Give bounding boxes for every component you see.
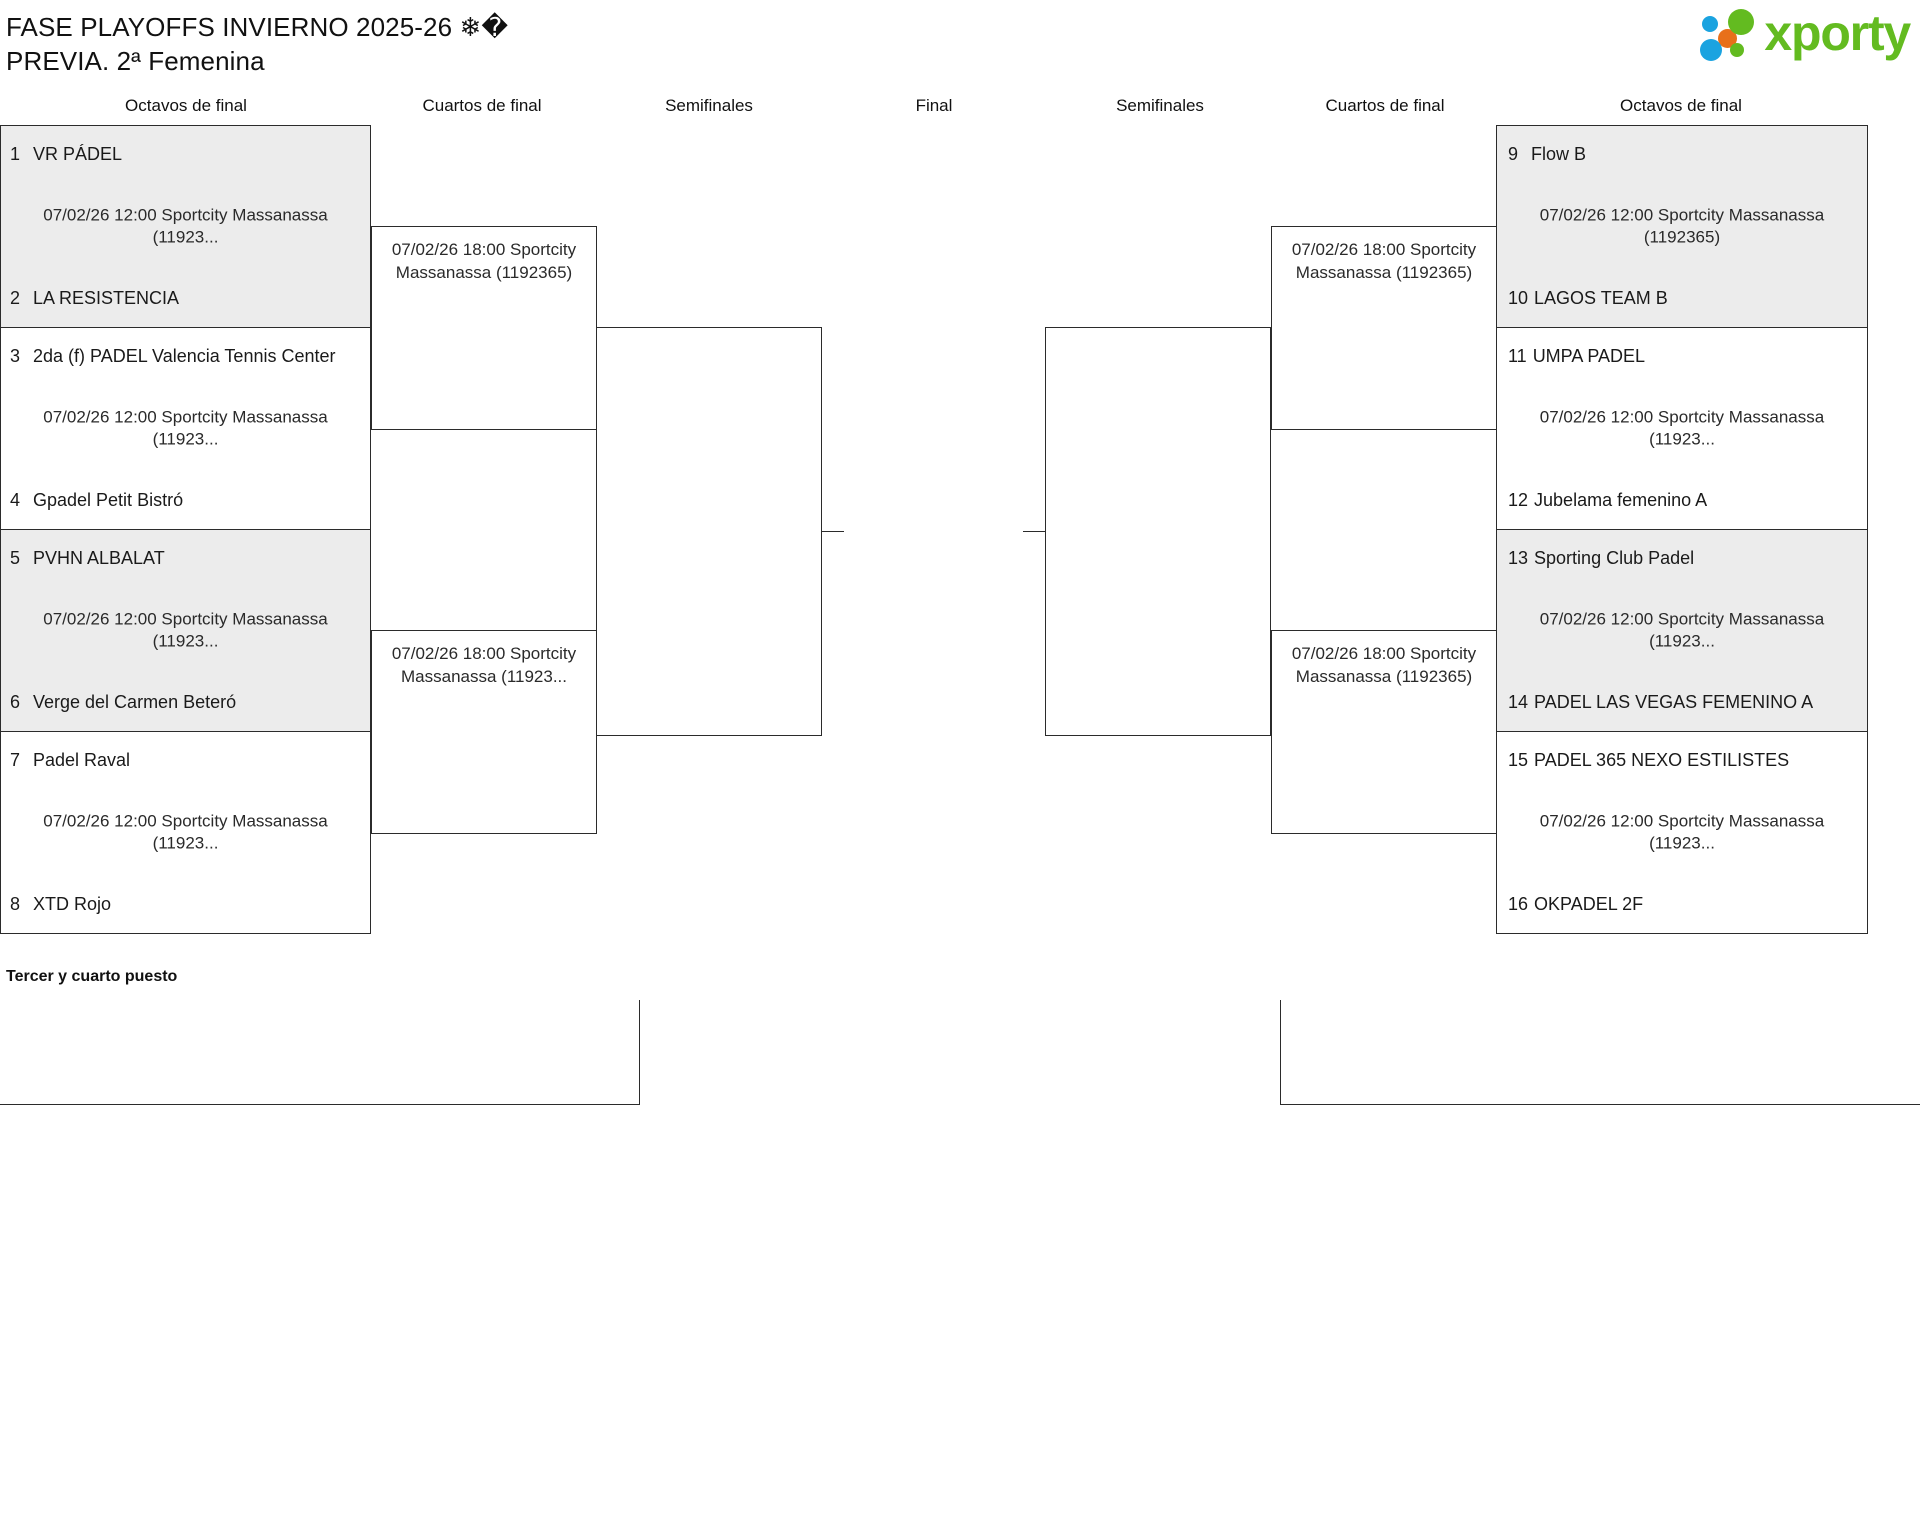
seed-number: 9 [1508,144,1519,164]
team-row-seed-9[interactable]: 9 Flow B [1497,144,1867,165]
team-row-seed-3[interactable]: 3 2da (f) PADEL Valencia Tennis Center [1,346,370,367]
match-box-cuartos-left-1[interactable]: 07/02/26 18:00 Sportcity Massanassa (119… [371,226,597,430]
seed-number: 10 [1508,288,1529,308]
seed-number: 16 [1508,894,1529,914]
round-header-octavos-left: Octavos de final [125,96,247,115]
match-cell-octavos-1[interactable]: 1 VR PÁDEL 07/02/26 12:00 Sportcity Mass… [0,125,371,328]
match-cell-octavos-13[interactable]: 13 Sporting Club Padel 07/02/26 12:00 Sp… [1496,529,1868,732]
team-row-seed-10[interactable]: 10 LAGOS TEAM B [1497,288,1867,309]
xporty-dots-icon [1700,7,1758,63]
match-cell-octavos-3[interactable]: 5 PVHN ALBALAT 07/02/26 12:00 Sportcity … [0,529,371,732]
match-box-semifinal-right[interactable] [1045,327,1271,736]
connector-final-left [822,531,844,532]
match-info: 07/02/26 12:00 Sportcity Massanassa (119… [1539,810,1825,853]
round-header-semifinales-right: Semifinales [1116,96,1204,115]
team-name: Gpadel Petit Bistró [33,490,184,510]
seed-number: 2 [10,288,21,308]
match-info: 07/02/26 18:00 Sportcity Massanassa (119… [1291,240,1477,282]
team-name: Padel Raval [33,750,131,770]
match-info: 07/02/26 12:00 Sportcity Massanassa (119… [1539,608,1825,651]
team-name: PADEL LAS VEGAS FEMENINO A [1534,692,1814,712]
tournament-title-line-1: FASE PLAYOFFS INVIERNO 2025-26 ❄� [6,12,509,42]
match-info: 07/02/26 12:00 Sportcity Massanassa (119… [43,406,328,449]
seed-number: 15 [1508,750,1529,770]
seed-number: 14 [1508,692,1529,712]
match-info: 07/02/26 18:00 Sportcity Massanassa (119… [391,644,577,686]
match-info: 07/02/26 12:00 Sportcity Massanassa (119… [1539,406,1825,449]
team-row-seed-11[interactable]: 11 UMPA PADEL [1497,346,1867,367]
seed-number: 11 [1508,346,1527,366]
match-info: 07/02/26 12:00 Sportcity Massanassa (119… [43,810,328,853]
team-name: LA RESISTENCIA [33,288,180,308]
seed-number: 8 [10,894,21,914]
xporty-wordmark: xporty [1764,5,1911,61]
team-row-seed-15[interactable]: 15 PADEL 365 NEXO ESTILISTES [1497,750,1867,771]
round-header-semifinales-left: Semifinales [665,96,753,115]
match-box-cuartos-left-2[interactable]: 07/02/26 18:00 Sportcity Massanassa (119… [371,630,597,834]
team-row-seed-7[interactable]: 7 Padel Raval [1,750,370,771]
match-cell-octavos-11[interactable]: 11 UMPA PADEL 07/02/26 12:00 Sportcity M… [1496,327,1868,530]
match-box-semifinal-left[interactable] [596,327,822,736]
team-row-seed-8[interactable]: 8 XTD Rojo [1,894,370,915]
team-row-seed-1[interactable]: 1 VR PÁDEL [1,144,370,165]
team-name: Verge del Carmen Beteró [33,692,237,712]
team-row-seed-5[interactable]: 5 PVHN ALBALAT [1,548,370,569]
round-header-cuartos-left: Cuartos de final [422,96,542,115]
match-info: 07/02/26 18:00 Sportcity Massanassa (119… [391,240,577,282]
third-place-label: Tercer y cuarto puesto [6,968,178,985]
tournament-title: FASE PLAYOFFS INVIERNO 2025-26 ❄� PREVIA… [6,10,1006,79]
team-name: PVHN ALBALAT [33,548,165,568]
team-row-seed-6[interactable]: 6 Verge del Carmen Beteró [1,692,370,713]
team-row-seed-2[interactable]: 2 LA RESISTENCIA [1,288,370,309]
team-row-seed-14[interactable]: 14 PADEL LAS VEGAS FEMENINO A [1497,692,1867,713]
match-info: 07/02/26 12:00 Sportcity Massanassa (119… [1539,204,1825,247]
match-cell-octavos-2[interactable]: 3 2da (f) PADEL Valencia Tennis Center 0… [0,327,371,530]
third-place-bracket-left[interactable] [0,1000,640,1105]
xporty-logo: xporty [1700,5,1911,64]
match-info: 07/02/26 18:00 Sportcity Massanassa (119… [1291,644,1477,686]
seed-number: 6 [10,692,21,712]
team-row-seed-12[interactable]: 12 Jubelama femenino A [1497,490,1867,511]
seed-number: 5 [10,548,21,568]
team-name: VR PÁDEL [33,144,123,164]
team-name: Flow B [1531,144,1587,164]
team-name: LAGOS TEAM B [1534,288,1668,308]
team-row-seed-4[interactable]: 4 Gpadel Petit Bistró [1,490,370,511]
team-name: Sporting Club Padel [1534,548,1695,568]
team-row-seed-13[interactable]: 13 Sporting Club Padel [1497,548,1867,569]
seed-number: 1 [10,144,21,164]
seed-number: 13 [1508,548,1529,568]
team-row-seed-16[interactable]: 16 OKPADEL 2F [1497,894,1867,915]
round-header-final: Final [915,96,953,115]
seed-number: 12 [1508,490,1529,510]
seed-number: 4 [10,490,21,510]
team-name: Jubelama femenino A [1534,490,1708,510]
match-cell-octavos-9[interactable]: 9 Flow B 07/02/26 12:00 Sportcity Massan… [1496,125,1868,328]
match-info: 07/02/26 12:00 Sportcity Massanassa (119… [43,608,328,651]
seed-number: 3 [10,346,21,366]
team-name: UMPA PADEL [1532,346,1646,366]
team-name: PADEL 365 NEXO ESTILISTES [1534,750,1790,770]
round-header-cuartos-right: Cuartos de final [1325,96,1445,115]
match-box-cuartos-right-2[interactable]: 07/02/26 18:00 Sportcity Massanassa (119… [1271,630,1497,834]
connector-final-right [1023,531,1045,532]
team-name: XTD Rojo [33,894,112,914]
match-box-cuartos-right-1[interactable]: 07/02/26 18:00 Sportcity Massanassa (119… [1271,226,1497,430]
team-name: 2da (f) PADEL Valencia Tennis Center [33,346,336,366]
match-cell-octavos-4[interactable]: 7 Padel Raval 07/02/26 12:00 Sportcity M… [0,731,371,934]
tournament-title-line-2: PREVIA. 2ª Femenina [6,46,265,77]
third-place-bracket-right[interactable] [1280,1000,1920,1105]
round-header-octavos-right: Octavos de final [1620,96,1742,115]
match-info: 07/02/26 12:00 Sportcity Massanassa (119… [43,204,328,247]
match-cell-octavos-15[interactable]: 15 PADEL 365 NEXO ESTILISTES 07/02/26 12… [1496,731,1868,934]
seed-number: 7 [10,750,21,770]
team-name: OKPADEL 2F [1534,894,1644,914]
